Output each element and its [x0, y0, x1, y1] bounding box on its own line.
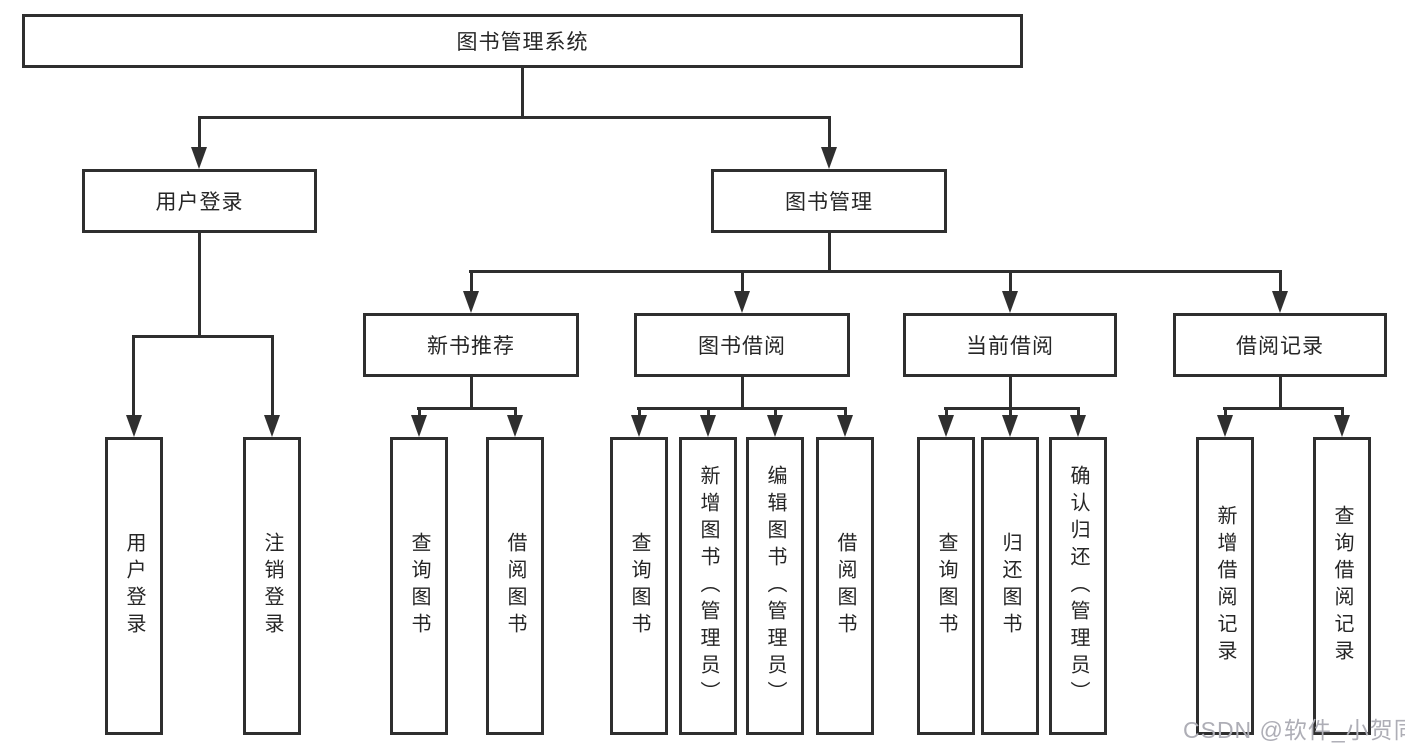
- leaf-current-query-books: 查询图书: [917, 437, 975, 735]
- leaf-logout: 注销登录: [243, 437, 301, 735]
- connector-line: [774, 407, 777, 417]
- connector-line: [1009, 377, 1012, 409]
- node-library-system: 图书管理系统: [22, 14, 1023, 68]
- connector-line: [198, 116, 201, 149]
- node-label: 用户登录: [155, 191, 244, 214]
- connector-line: [1341, 407, 1344, 417]
- leaf-add-books-admin: 新增图书（管理员）: [679, 437, 737, 735]
- connector-line: [1279, 270, 1282, 293]
- leaf-label: 用户登录: [123, 532, 145, 640]
- connector-line: [470, 270, 473, 293]
- connector-line: [741, 270, 744, 293]
- arrow-down-icon: [1334, 415, 1350, 437]
- connector-line: [828, 116, 831, 149]
- node-label: 借阅记录: [1236, 335, 1324, 358]
- connector-line: [638, 407, 641, 417]
- connector-line: [945, 407, 948, 417]
- leaf-label: 新增借阅记录: [1214, 505, 1236, 667]
- leaf-return-books: 归还图书: [981, 437, 1039, 735]
- leaf-label: 确认归还（管理员）: [1067, 464, 1089, 708]
- node-label: 图书管理系统: [456, 31, 589, 54]
- node-new-book-recommend: 新书推荐: [363, 313, 579, 377]
- connector-line: [132, 335, 274, 338]
- connector-line: [707, 407, 710, 417]
- leaf-label: 新增图书（管理员）: [697, 464, 719, 708]
- leaf-label: 借阅图书: [504, 532, 526, 640]
- connector-line: [1224, 407, 1227, 417]
- arrow-down-icon: [1272, 291, 1288, 313]
- connector-line: [271, 335, 274, 417]
- node-borrow-records: 借阅记录: [1173, 313, 1387, 377]
- arrow-down-icon: [631, 415, 647, 437]
- arrow-down-icon: [1070, 415, 1086, 437]
- node-label: 当前借阅: [966, 335, 1054, 358]
- arrow-down-icon: [1002, 415, 1018, 437]
- arrow-down-icon: [411, 415, 427, 437]
- connector-line: [470, 377, 473, 409]
- connector-line: [418, 407, 421, 417]
- node-book-borrowing: 图书借阅: [634, 313, 850, 377]
- arrow-down-icon: [1002, 291, 1018, 313]
- connector-line: [521, 68, 524, 116]
- csdn-watermark: CSDN @软件_小贺同学: [1183, 717, 1405, 743]
- arrow-down-icon: [264, 415, 280, 437]
- node-current-borrowing: 当前借阅: [903, 313, 1117, 377]
- arrow-down-icon: [191, 147, 207, 169]
- connector-line: [944, 407, 1080, 410]
- arrow-down-icon: [767, 415, 783, 437]
- arrow-down-icon: [837, 415, 853, 437]
- connector-line: [417, 407, 517, 410]
- node-label: 图书借阅: [698, 335, 786, 358]
- node-label: 图书管理: [785, 191, 873, 214]
- connector-line: [1077, 407, 1080, 417]
- arrow-down-icon: [700, 415, 716, 437]
- arrow-down-icon: [507, 415, 523, 437]
- connector-line: [469, 270, 1282, 273]
- leaf-borrowing-query-books: 查询图书: [610, 437, 668, 735]
- connector-line: [844, 407, 847, 417]
- leaf-borrowing-borrow-books: 借阅图书: [816, 437, 874, 735]
- leaf-recommend-query-books: 查询图书: [390, 437, 448, 735]
- node-user-login: 用户登录: [82, 169, 317, 233]
- leaf-label: 编辑图书（管理员）: [764, 464, 786, 708]
- leaf-add-borrow-record: 新增借阅记录: [1196, 437, 1254, 735]
- connector-line: [828, 233, 831, 272]
- connector-line: [1009, 270, 1012, 293]
- arrow-down-icon: [938, 415, 954, 437]
- leaf-label: 借阅图书: [834, 532, 856, 640]
- leaf-recommend-borrow-books: 借阅图书: [486, 437, 544, 735]
- leaf-user-login: 用户登录: [105, 437, 163, 735]
- arrow-down-icon: [734, 291, 750, 313]
- arrow-down-icon: [1217, 415, 1233, 437]
- leaf-label: 查询图书: [628, 532, 650, 640]
- connector-line: [1223, 407, 1344, 410]
- arrow-down-icon: [463, 291, 479, 313]
- leaf-label: 查询图书: [935, 532, 957, 640]
- leaf-label: 查询图书: [408, 532, 430, 640]
- node-label: 新书推荐: [427, 335, 515, 358]
- connector-line: [198, 233, 201, 337]
- connector-line: [514, 407, 517, 417]
- leaf-query-borrow-record: 查询借阅记录: [1313, 437, 1371, 735]
- connector-line: [198, 116, 831, 119]
- node-book-management: 图书管理: [711, 169, 947, 233]
- leaf-edit-books-admin: 编辑图书（管理员）: [746, 437, 804, 735]
- leaf-label: 查询借阅记录: [1331, 505, 1353, 667]
- connector-line: [1009, 407, 1012, 417]
- leaf-label: 归还图书: [999, 532, 1021, 640]
- leaf-confirm-return-admin: 确认归还（管理员）: [1049, 437, 1107, 735]
- connector-line: [637, 407, 847, 410]
- connector-line: [741, 377, 744, 409]
- connector-line: [1279, 377, 1282, 409]
- connector-line: [132, 335, 135, 417]
- arrow-down-icon: [126, 415, 142, 437]
- arrow-down-icon: [821, 147, 837, 169]
- leaf-label: 注销登录: [261, 532, 283, 640]
